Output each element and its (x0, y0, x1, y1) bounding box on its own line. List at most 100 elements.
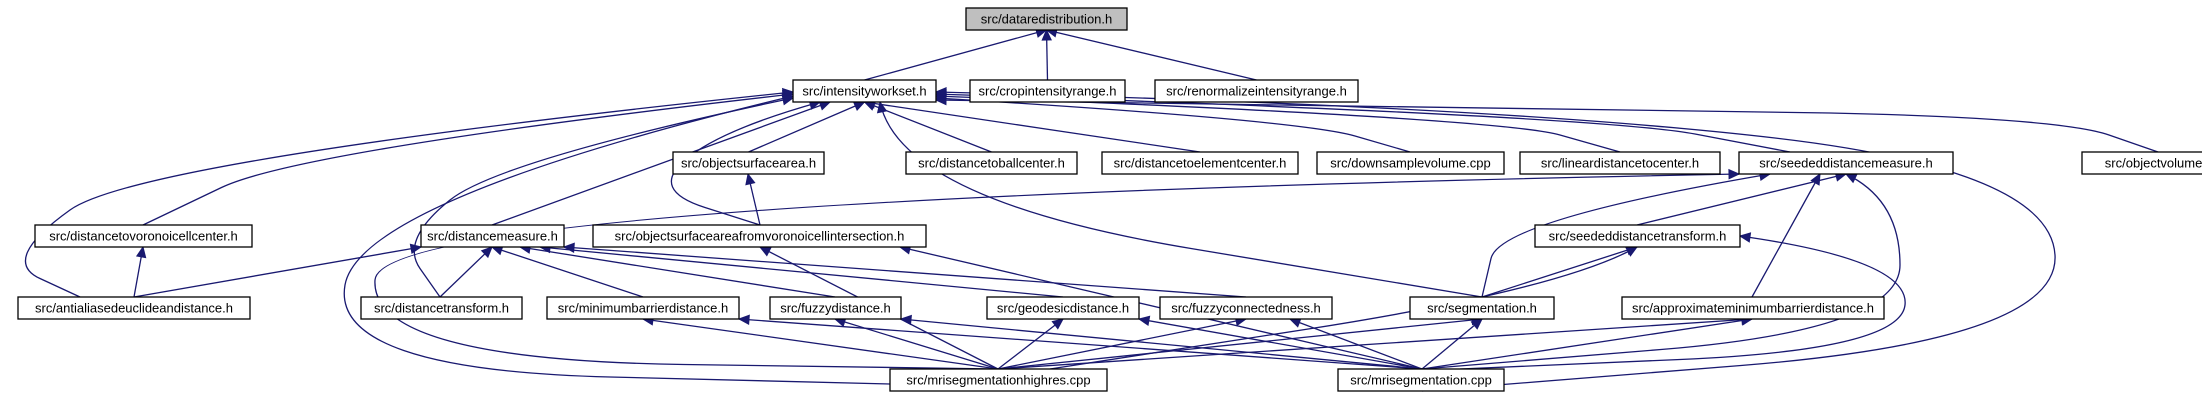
edge-mrisegmentation-to-fuzzydistance (900, 318, 1423, 370)
edge-mrisegmentationhighres-to-seededdistancetransform (1049, 246, 1638, 370)
node-dataredistribution: src/dataredistribution.h (965, 7, 1128, 31)
edge-mrisegmentationhighres-to-fuzzyconnectedness (997, 318, 1247, 370)
nodes-layer: src/dataredistribution.h src/intensitywor… (17, 7, 2202, 392)
edge-seededdistancetransform-to-seededdistancemeasure (1636, 173, 1847, 226)
node-label-distancetovoronoicellcenter: src/distancetovoronoicellcenter.h (49, 229, 238, 244)
node-distancetovoronoicellcenter[interactable]: src/distancetovoronoicellcenter.h (34, 224, 253, 248)
edge-antialiasedeuclideandistance-to-intensityworkset (24, 91, 794, 298)
node-box-cropintensityrange (969, 79, 1126, 103)
edge-objectsurfacearea-to-intensityworkset (748, 101, 865, 153)
arrowhead-mrisegmentation-to-seededdistancemeasure (1844, 173, 1858, 184)
edge-distancetovoronoicellcenter-to-intensityworkset (142, 93, 794, 226)
node-box-downsamplevolume (1316, 151, 1505, 175)
arrowhead-mrisegmentationhighres-to-objectsurfaceareafromvoronoicellintersection (758, 246, 772, 257)
node-box-objectvolume (2081, 151, 2202, 175)
node-fuzzydistance[interactable]: src/fuzzydistance.h (769, 296, 902, 320)
node-label-distancetoelementcenter: src/distancetoelementcenter.h (1114, 156, 1287, 171)
edge-lineardistancetocenter-to-intensityworkset (935, 95, 1621, 153)
arrowhead-mrisegmentation-to-fuzzydistance (899, 314, 912, 326)
node-label-intensityworkset: src/intensityworkset.h (802, 84, 926, 99)
node-label-seededdistancemeasure: src/seededdistancemeasure.h (1759, 156, 1932, 171)
node-antialiasedeuclideandistance[interactable]: src/antialiasedeuclideandistance.h (17, 296, 251, 320)
node-objectsurfacearea[interactable]: src/objectsurfacearea.h (672, 151, 825, 175)
edge-objectvolume-to-intensityworkset (935, 99, 2159, 153)
arrowhead-mrisegmentationhighres-to-intensityworkset (781, 93, 795, 104)
node-label-seededdistancetransform: src/seededdistancetransform.h (1549, 229, 1727, 244)
node-distancemeasure[interactable]: src/distancemeasure.h (420, 224, 565, 248)
node-label-lineardistancetocenter: src/lineardistancetocenter.h (1541, 156, 1699, 171)
node-segmentation[interactable]: src/segmentation.h (1409, 296, 1555, 320)
edge-segmentation-to-intensityworkset (879, 101, 1483, 298)
node-fuzzyconnectedness[interactable]: src/fuzzyconnectedness.h (1159, 296, 1333, 320)
edge-mrisegmentation-to-segmentation (1421, 318, 1483, 370)
node-label-renormalizeintensityrange: src/renormalizeintensityrange.h (1166, 84, 1347, 99)
edge-mrisegmentation-to-fuzzyconnectedness (1289, 318, 1423, 370)
node-box-segmentation (1409, 296, 1555, 320)
arrowhead-mrisegmentation-to-seededdistancetransform (1738, 232, 1752, 243)
arrowhead-objectsurfacearea-to-intensityworkset (852, 101, 866, 111)
edge-downsamplevolume-to-intensityworkset (935, 97, 1411, 153)
node-cropintensityrange[interactable]: src/cropintensityrange.h (969, 79, 1126, 103)
node-distancetoelementcenter[interactable]: src/distancetoelementcenter.h (1101, 151, 1299, 175)
node-label-dataredistribution: src/dataredistribution.h (981, 12, 1113, 27)
node-intensityworkset[interactable]: src/intensityworkset.h (792, 79, 937, 103)
edge-mrisegmentationhighres-to-geodesicdistance (997, 318, 1064, 370)
arrowhead-fuzzyconnectedness-to-distancemeasure (562, 242, 575, 254)
node-objectsurfaceareafromvoronoicellintersection[interactable]: src/objectsurfaceareafromvoronoicellinte… (592, 224, 927, 248)
node-box-minimumbarrierdistance (546, 296, 740, 320)
node-label-fuzzydistance: src/fuzzydistance.h (780, 301, 891, 316)
edge-antialiasedeuclideandistance-to-distancemeasure (133, 246, 422, 298)
node-geodesicdistance[interactable]: src/geodesicdistance.h (986, 296, 1140, 320)
node-label-distancemeasure: src/distancemeasure.h (427, 229, 558, 244)
edge-mrisegmentationhighres-to-minimumbarrierdistance (642, 318, 999, 370)
node-downsamplevolume[interactable]: src/downsamplevolume.cpp (1316, 151, 1505, 175)
node-label-mrisegmentation: src/mrisegmentation.cpp (1350, 373, 1492, 388)
edge-renormalizeintensityrange-to-dataredistribution (1046, 29, 1257, 81)
node-approximateminimumbarrierdistance[interactable]: src/approximateminimumbarrierdistance.h (1621, 296, 1885, 320)
edge-geodesicdistance-to-distancemeasure (539, 246, 1064, 298)
node-label-approximateminimumbarrierdistance: src/approximateminimumbarrierdistance.h (1632, 301, 1874, 316)
edge-mrisegmentationhighres-to-approximateminimumbarrierdistance (997, 318, 1753, 370)
node-lineardistancetocenter[interactable]: src/lineardistancetocenter.h (1519, 151, 1721, 175)
arrowhead-objectvolume-to-intensityworkset (934, 94, 947, 106)
node-label-cropintensityrange: src/cropintensityrange.h (978, 84, 1116, 99)
node-distancetransform[interactable]: src/distancetransform.h (360, 296, 523, 320)
node-label-geodesicdistance: src/geodesicdistance.h (997, 301, 1129, 316)
node-mrisegmentation[interactable]: src/mrisegmentation.cpp (1337, 368, 1505, 392)
edge-mrisegmentationhighres-to-intensityworkset (343, 95, 891, 385)
node-box-seededdistancemeasure (1738, 151, 1954, 175)
node-objectvolume[interactable]: src/objectvolume.h (2081, 151, 2202, 175)
edge-intensityworkset-to-dataredistribution (864, 29, 1047, 81)
arrowhead-mrisegmentation-to-minimumbarrierdistance (737, 314, 750, 326)
node-minimumbarrierdistance[interactable]: src/minimumbarrierdistance.h (546, 296, 740, 320)
node-label-antialiasedeuclideandistance: src/antialiasedeuclideandistance.h (35, 301, 233, 316)
edge-fuzzyconnectedness-to-distancemeasure (563, 246, 1247, 298)
edge-mrisegmentationhighres-to-segmentation (997, 318, 1483, 370)
node-label-distancetoballcenter: src/distancetoballcenter.h (918, 156, 1065, 171)
edge-mrisegmentation-to-approximateminimumbarrierdistance (1421, 318, 1753, 370)
edge-mrisegmentation-to-intensityworkset (935, 91, 2056, 392)
edge-fuzzydistance-to-distancemeasure (519, 246, 836, 298)
edge-mrisegmentationhighres-to-fuzzydistance (834, 318, 999, 370)
node-label-downsamplevolume: src/downsamplevolume.cpp (1330, 156, 1490, 171)
node-box-distancetransform (360, 296, 523, 320)
node-box-seededdistancetransform (1534, 224, 1741, 248)
node-mrisegmentationhighres[interactable]: src/mrisegmentationhighres.cpp (889, 368, 1108, 392)
node-box-objectsurfacearea (672, 151, 825, 175)
edge-distancetransform-to-intensityworkset (413, 97, 794, 298)
node-box-mrisegmentationhighres (889, 368, 1108, 392)
node-box-distancetoelementcenter (1101, 151, 1299, 175)
arrowhead-cropintensityrange-to-dataredistribution (1041, 28, 1052, 41)
arrowhead-antialiasedeuclideandistance-to-distancemeasure (409, 243, 423, 254)
edge-segmentation-to-seededdistancemeasure (1481, 173, 1771, 298)
arrowhead-mrisegmentationhighres-to-geodesicdistance (1051, 318, 1064, 330)
node-distancetoballcenter[interactable]: src/distancetoballcenter.h (905, 151, 1078, 175)
node-seededdistancetransform[interactable]: src/seededdistancetransform.h (1534, 224, 1741, 248)
edge-mrisegmentationhighres-to-seededdistancemeasure (374, 173, 1740, 370)
node-seededdistancemeasure[interactable]: src/seededdistancemeasure.h (1738, 151, 1954, 175)
node-label-objectsurfaceareafromvoronoicellintersection: src/objectsurfaceareafromvoronoicellinte… (615, 229, 905, 244)
node-box-approximateminimumbarrierdistance (1621, 296, 1885, 320)
node-box-fuzzyconnectedness (1159, 296, 1333, 320)
node-renormalizeintensityrange[interactable]: src/renormalizeintensityrange.h (1154, 79, 1359, 103)
